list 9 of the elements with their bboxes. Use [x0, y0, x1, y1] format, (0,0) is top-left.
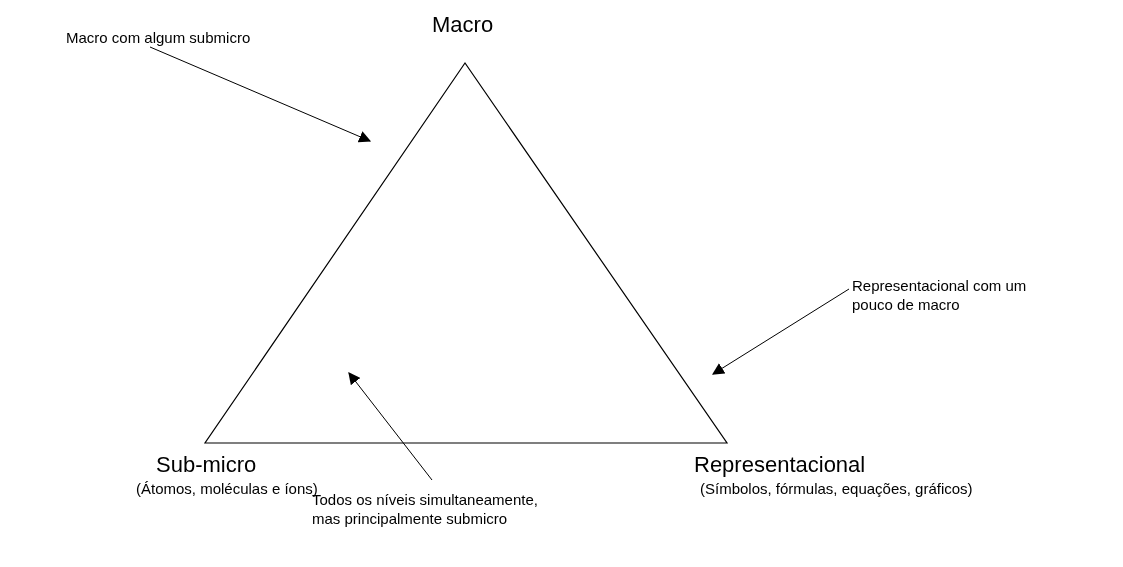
annotation-text: Macro com algum submicro — [66, 28, 252, 47]
vertex-label: Macro — [432, 12, 494, 38]
vertex-label: Representacional — [694, 452, 866, 478]
leader-arrow — [149, 46, 372, 143]
vertex-label: Sub-micro — [156, 452, 257, 478]
leader-arrow — [348, 372, 433, 481]
annotation-text: Representacional com um pouco de macro — [852, 276, 1028, 314]
vertex-subtitle: (Símbolos, fórmulas, equações, gráficos) — [700, 479, 973, 498]
leader-arrow — [712, 288, 850, 375]
